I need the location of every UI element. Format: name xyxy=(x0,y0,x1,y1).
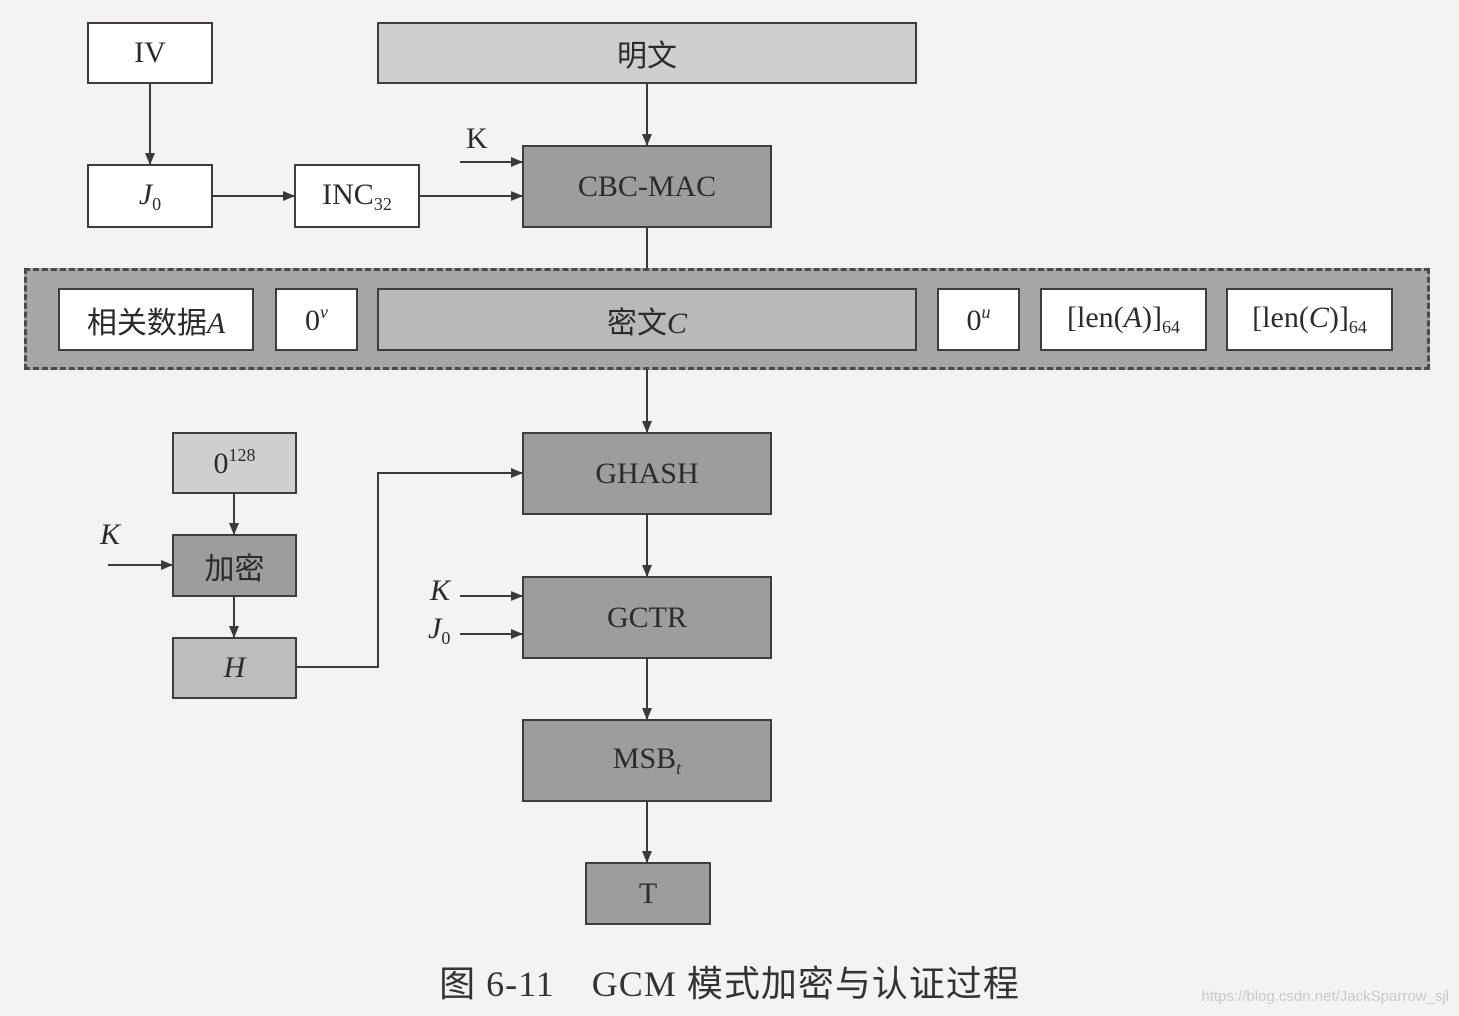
gctr-box: GCTR xyxy=(522,576,772,659)
plaintext-label: 明文 xyxy=(617,40,677,73)
zero-u-label: 0u xyxy=(966,301,991,337)
h-box: H xyxy=(172,637,297,699)
tag-t-box: T xyxy=(585,862,711,925)
aad-box: 相关数据A xyxy=(58,288,254,351)
encrypt-box: 加密 xyxy=(172,534,297,597)
zero-v-label: 0v xyxy=(305,301,328,337)
msb-box: MSBt xyxy=(522,719,772,802)
aad-label: 相关数据A xyxy=(86,306,226,340)
cbc-mac-box: CBC-MAC xyxy=(522,145,772,228)
ghash-label: GHASH xyxy=(595,456,699,490)
zero-u-box: 0u xyxy=(937,288,1020,351)
inc32-box: INC32 xyxy=(294,164,420,228)
arrow-h-to-ghash xyxy=(297,468,523,668)
inc32-label: INC32 xyxy=(322,177,392,214)
ciphertext-label: 密文C xyxy=(606,306,687,340)
k-encrypt-label: K xyxy=(100,518,121,551)
len-a-label: [len(A)]64 xyxy=(1067,301,1180,337)
len-c-box: [len(C)]64 xyxy=(1226,288,1393,351)
watermark-text: https://blog.csdn.net/JackSparrow_sjl xyxy=(1201,988,1449,1005)
len-c-label: [len(C)]64 xyxy=(1252,301,1367,337)
encrypt-label: 加密 xyxy=(204,552,265,586)
gctr-label: GCTR xyxy=(606,600,687,634)
ghash-box: GHASH xyxy=(522,432,772,515)
zero128-label: 0128 xyxy=(213,445,256,480)
figure-caption: 图 6-11 GCM 模式加密与认证过程 xyxy=(439,964,1020,1004)
j0-box: J0 xyxy=(87,164,213,228)
tag-t-label: T xyxy=(638,876,658,910)
ciphertext-box: 密文C xyxy=(377,288,917,351)
iv-box: IV xyxy=(87,22,213,84)
k-gctr-label: K xyxy=(430,574,451,607)
j0-label: J0 xyxy=(138,177,162,214)
zero128-box: 0128 xyxy=(172,432,297,494)
j0-gctr-label: J0 xyxy=(428,612,451,648)
cbc-mac-label: CBC-MAC xyxy=(577,169,717,203)
zero-v-box: 0v xyxy=(275,288,358,351)
h-label: H xyxy=(223,651,246,684)
msb-label: MSBt xyxy=(612,742,682,778)
plaintext-box: 明文 xyxy=(377,22,917,84)
len-a-box: [len(A)]64 xyxy=(1040,288,1207,351)
k-cbc-label: K xyxy=(466,122,488,155)
iv-label: IV xyxy=(134,36,166,69)
